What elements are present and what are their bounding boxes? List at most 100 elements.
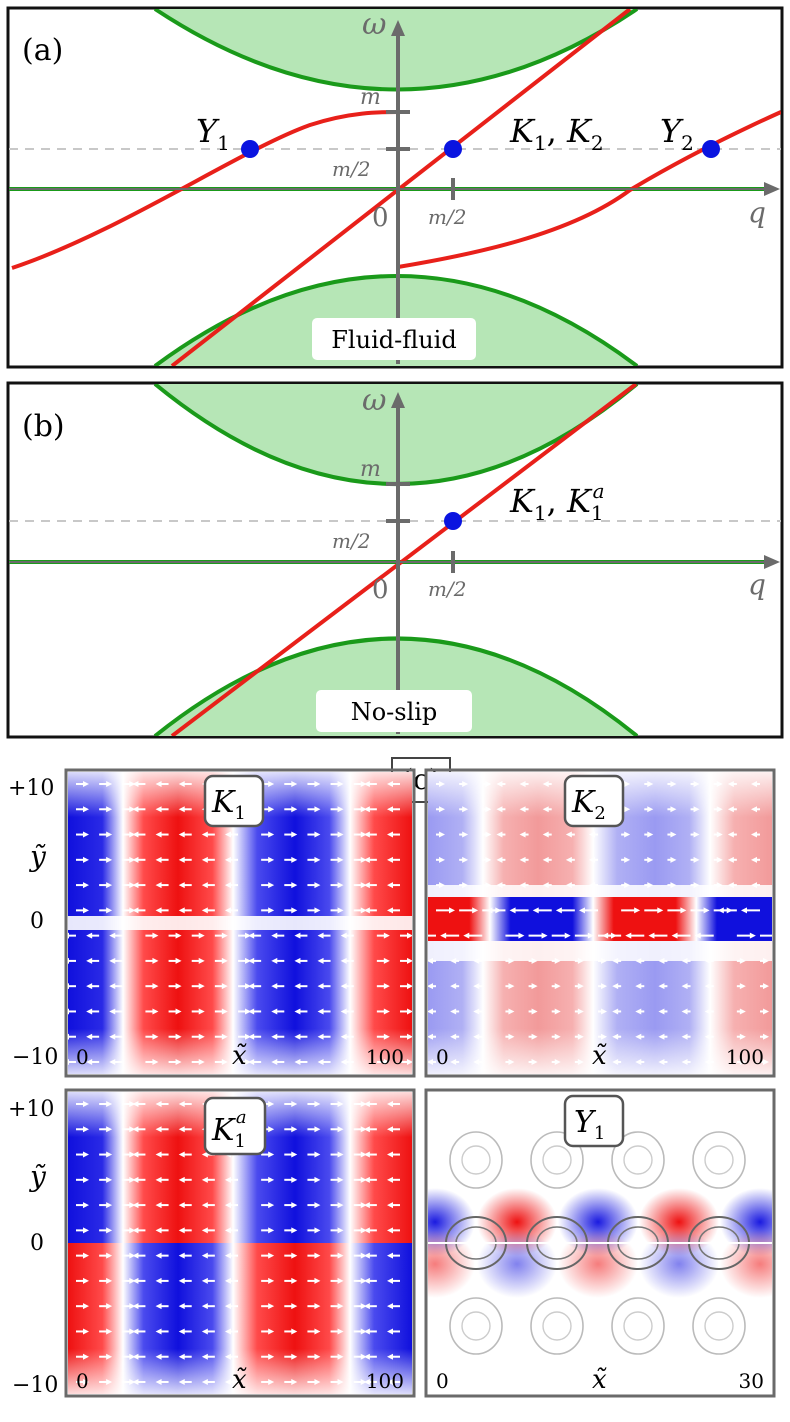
y1-streamline [449,1297,503,1355]
k1-title: K1 [211,785,246,824]
field-arrowhead [109,1008,116,1015]
field-arrowhead [363,1252,370,1259]
field-arrowhead [106,1353,113,1360]
field-arrowhead [291,1202,298,1209]
field-arrowhead [291,806,298,813]
y1-label: Y1 [196,112,230,155]
field-arrowhead [129,1303,136,1310]
field-arrowhead [294,1008,301,1015]
field-arrowhead [509,907,516,914]
field-arrowhead [624,781,631,787]
field-arrowhead [462,806,469,813]
field-arrowhead [268,1126,275,1133]
field-arrowhead [751,806,757,813]
x-axis-label: x̃ [232,1041,247,1071]
field-arrowhead [387,907,393,914]
field-arrowhead [387,1328,393,1335]
field-arrowhead [225,1252,231,1259]
field-arrowhead [635,983,642,990]
field-arrowhead [178,781,185,787]
field-arrowhead [155,1227,162,1234]
field-arrowhead [152,1033,159,1040]
field-arrowhead [658,957,665,964]
red-linear-branch [170,9,632,366]
field-arrowhead [508,1033,515,1040]
field-arrowhead [727,806,734,813]
y1-vortex-lobe [477,1230,557,1298]
field-arrowhead [314,1303,321,1310]
field-arrowhead [106,1379,113,1385]
field-arrowhead [635,1008,642,1015]
point-k1-k2 [444,140,462,158]
field-arrowhead [268,1202,275,1209]
field-arrowhead [577,1033,584,1040]
field-arrowhead [658,1008,665,1015]
q-label: q [748,568,766,601]
field-arrowhead [248,1033,255,1040]
field-arrowhead [314,1227,321,1234]
map-k1a-frame [64,1088,416,1398]
field-arrowhead [178,1202,185,1209]
field-arrowhead [314,806,321,813]
field-arrowhead [360,781,367,787]
field-arrowhead [635,1033,642,1040]
field-arrowhead [268,781,275,787]
field-arrowhead [201,1328,208,1335]
field-arrowhead [657,907,664,914]
k1a-title: K1a [211,1107,247,1152]
field-arrowhead [83,1176,89,1183]
field-arrowhead [155,1252,162,1259]
point-k1-k1a [444,512,462,530]
field-arrowhead [178,1277,185,1284]
m-half-x-label: m/2 [428,205,466,229]
field-arrowhead [554,1008,561,1015]
field-arrowhead [314,1126,321,1133]
field-arrowhead [565,831,572,838]
y-tick-mid: 0 [30,909,44,934]
field-arrowhead [291,1379,298,1385]
field-arrowhead [485,882,492,889]
field-arrowhead [291,781,298,787]
field-arrowhead [225,856,231,863]
field-arrowhead [106,1126,113,1133]
red-branch-left [11,110,399,270]
field-arrowhead [647,806,654,813]
field-arrowhead [132,1303,139,1310]
field-arrowhead [201,1227,208,1234]
field-arrowhead [129,1379,136,1385]
field-arrowhead [175,1033,182,1040]
field-arrowhead [155,1379,162,1385]
field-arrowhead [221,1059,228,1065]
field-arrowhead [634,907,641,914]
field-arrowhead [439,806,445,813]
field-arrowhead [106,1227,113,1234]
field-arrowhead [225,1277,231,1284]
field-arrowhead [152,932,159,939]
field-arrowhead [624,882,631,889]
field-arrowhead [337,831,344,838]
field-arrowhead [68,1033,69,1040]
field-arrowhead [383,983,390,990]
field-arrowhead [670,856,677,863]
field-arrowhead [541,932,548,939]
field-arrowhead [155,1303,162,1310]
field-arrowhead [268,1227,275,1234]
field-arrowhead [647,781,654,787]
field-arrowhead [178,831,185,838]
field-arrowhead [450,1033,457,1040]
field-arrowhead [201,856,208,863]
field-arrowhead [129,1202,136,1209]
field-arrowhead [496,856,503,863]
field-arrowhead [387,1202,393,1209]
field-arrowhead [68,932,69,939]
field-arrowhead [407,1008,412,1015]
field-arrowhead [612,1059,619,1065]
field-arrowhead [129,831,136,838]
field-arrowhead [450,957,457,964]
field-arrowhead [387,1252,393,1259]
omega-axis-arrow [391,20,405,36]
field-arrowhead [132,1227,139,1234]
field-arrowhead [387,806,393,813]
field-arrowhead [337,1353,344,1360]
